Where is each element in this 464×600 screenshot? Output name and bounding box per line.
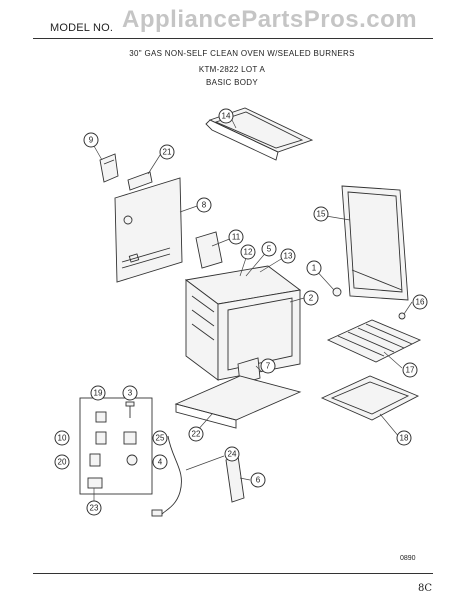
- svg-text:18: 18: [400, 434, 409, 443]
- callout-7: 7: [260, 358, 276, 374]
- part-3-screw: [125, 401, 135, 418]
- svg-text:20: 20: [58, 458, 67, 467]
- hardware-group-frame: [79, 397, 153, 495]
- part-24-power-cord: [151, 435, 182, 517]
- part-14-top-panel: [205, 107, 314, 161]
- svg-text:10: 10: [58, 434, 67, 443]
- callout-10: 10: [54, 430, 70, 446]
- svg-text:3: 3: [128, 389, 133, 398]
- part-10-clip: [95, 431, 107, 445]
- part-2-oven-body: [184, 265, 302, 381]
- callout-23: 23: [86, 500, 102, 516]
- svg-text:12: 12: [244, 248, 253, 257]
- callout-24: 24: [224, 446, 240, 462]
- callout-22: 22: [188, 426, 204, 442]
- watermark: AppliancePartsPros.com: [122, 6, 418, 33]
- title-line-3: BASIC BODY: [206, 78, 258, 87]
- svg-text:17: 17: [406, 366, 415, 375]
- part-1-knob: [332, 287, 342, 297]
- callout-21: 21: [159, 144, 175, 160]
- callout-13: 13: [280, 248, 296, 264]
- callout-6: 6: [250, 472, 266, 488]
- svg-text:4: 4: [158, 458, 163, 467]
- callout-16: 16: [412, 294, 428, 310]
- svg-text:16: 16: [416, 298, 425, 307]
- title-line-1: 30" GAS NON-SELF CLEAN OVEN W/SEALED BUR…: [129, 49, 355, 58]
- svg-text:1: 1: [312, 264, 317, 273]
- header-rule: [33, 38, 433, 39]
- diagram-code: 0890: [400, 555, 416, 562]
- part-6-bracket: [225, 455, 245, 503]
- svg-text:24: 24: [228, 450, 237, 459]
- svg-text:13: 13: [284, 252, 293, 261]
- callout-12: 12: [240, 244, 256, 260]
- svg-text:25: 25: [156, 434, 165, 443]
- part-20-clip: [89, 453, 101, 467]
- callout-18: 18: [396, 430, 412, 446]
- part-22-base: [174, 375, 302, 429]
- part-11-bracket: [195, 231, 223, 269]
- part-9-bracket: [99, 153, 119, 183]
- svg-text:5: 5: [267, 245, 272, 254]
- callout-3: 3: [122, 385, 138, 401]
- svg-text:2: 2: [309, 294, 314, 303]
- svg-text:22: 22: [192, 430, 201, 439]
- callout-17: 17: [402, 362, 418, 378]
- callout-14: 14: [218, 108, 234, 124]
- part-18-pan: [320, 375, 420, 421]
- callout-9: 9: [83, 132, 99, 148]
- title-line-2: KTM-2822 LOT A: [198, 65, 266, 74]
- corner-mark: 8C: [418, 583, 433, 594]
- svg-text:15: 15: [317, 210, 326, 219]
- part-23-plate: [87, 477, 103, 489]
- callout-2: 2: [303, 290, 319, 306]
- callout-5: 5: [261, 241, 277, 257]
- callout-8: 8: [196, 197, 212, 213]
- callout-15: 15: [313, 206, 329, 222]
- svg-text:23: 23: [90, 504, 99, 513]
- svg-text:8: 8: [202, 201, 207, 210]
- svg-text:14: 14: [222, 112, 231, 121]
- part-8-rear-panel: [114, 177, 183, 283]
- svg-text:9: 9: [89, 136, 94, 145]
- callout-19: 19: [90, 385, 106, 401]
- callout-1: 1: [306, 260, 322, 276]
- callout-25: 25: [152, 430, 168, 446]
- svg-text:11: 11: [232, 233, 241, 242]
- svg-text:21: 21: [163, 148, 172, 157]
- svg-text:19: 19: [94, 389, 103, 398]
- part-21-clip: [127, 171, 153, 191]
- part-19-fastener: [95, 411, 107, 423]
- svg-text:6: 6: [256, 476, 261, 485]
- callout-20: 20: [54, 454, 70, 470]
- callout-11: 11: [228, 229, 244, 245]
- part-16-screw: [398, 312, 406, 320]
- footer-rule: [33, 573, 433, 574]
- svg-text:7: 7: [266, 362, 271, 371]
- model-label: MODEL NO.: [50, 22, 114, 34]
- part-4-nut: [126, 454, 138, 466]
- part-15-door-frame: [341, 185, 409, 301]
- part-25-clamp: [123, 431, 137, 445]
- callout-4: 4: [152, 454, 168, 470]
- part-17-oven-rack: [326, 319, 422, 363]
